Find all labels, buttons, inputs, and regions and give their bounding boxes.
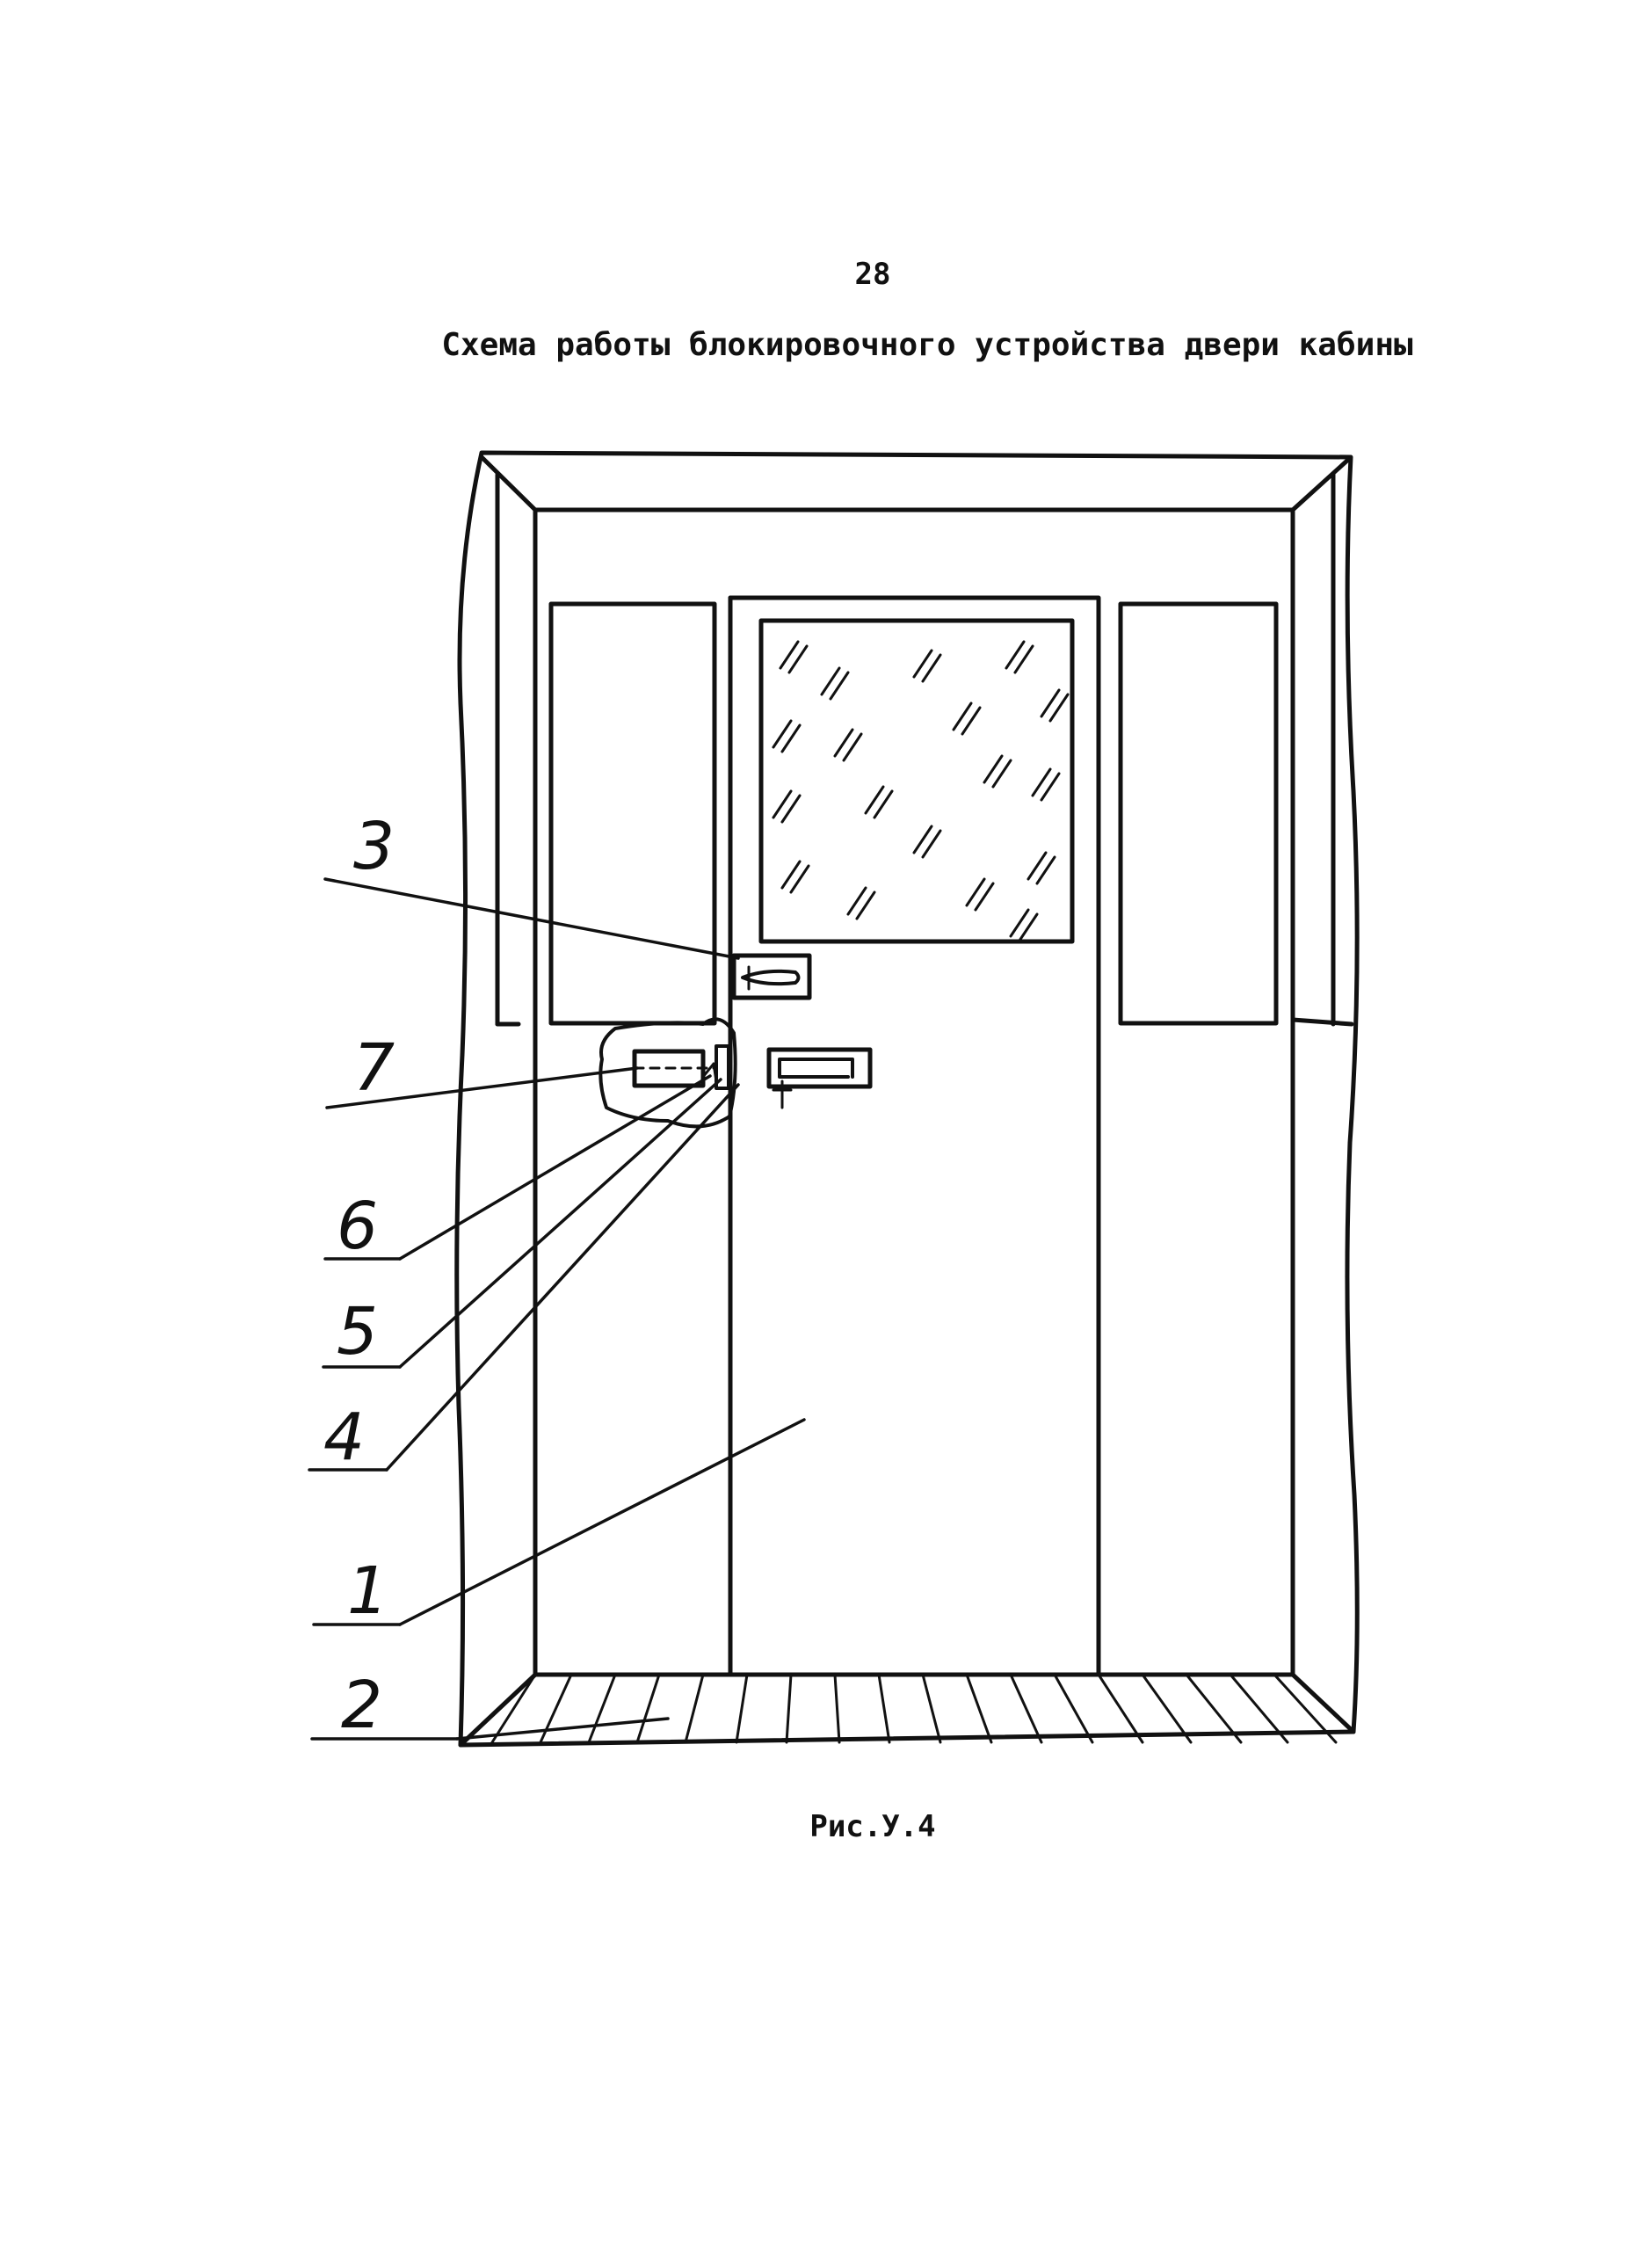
lock-box-4 bbox=[766, 1047, 873, 1089]
leader-7 bbox=[325, 1066, 639, 1109]
door-window bbox=[758, 618, 1075, 944]
callout-7: 7 bbox=[353, 1030, 395, 1106]
floor-threshold-2 bbox=[490, 1673, 1338, 1744]
right-side-panel bbox=[1118, 601, 1279, 1026]
figure-title: Схема работы блокировочного устройства д… bbox=[441, 327, 1413, 363]
page-number: 28 bbox=[854, 257, 891, 292]
cutaway-region bbox=[598, 1017, 737, 1129]
bolt-5 bbox=[715, 1044, 730, 1090]
callout-3: 3 bbox=[353, 809, 395, 884]
callout-1: 1 bbox=[347, 1553, 388, 1629]
leader-3 bbox=[323, 877, 740, 960]
wall-outline bbox=[454, 450, 1360, 1748]
callout-5: 5 bbox=[337, 1294, 378, 1370]
left-side-panel bbox=[548, 601, 717, 1026]
callout-2: 2 bbox=[341, 1668, 382, 1743]
figure-caption: Рис.У.4 bbox=[809, 1809, 936, 1844]
callout-4: 4 bbox=[323, 1399, 365, 1475]
handle-3 bbox=[731, 953, 812, 1000]
door-leaf-1 bbox=[728, 595, 1101, 1677]
callout-6: 6 bbox=[337, 1189, 378, 1264]
